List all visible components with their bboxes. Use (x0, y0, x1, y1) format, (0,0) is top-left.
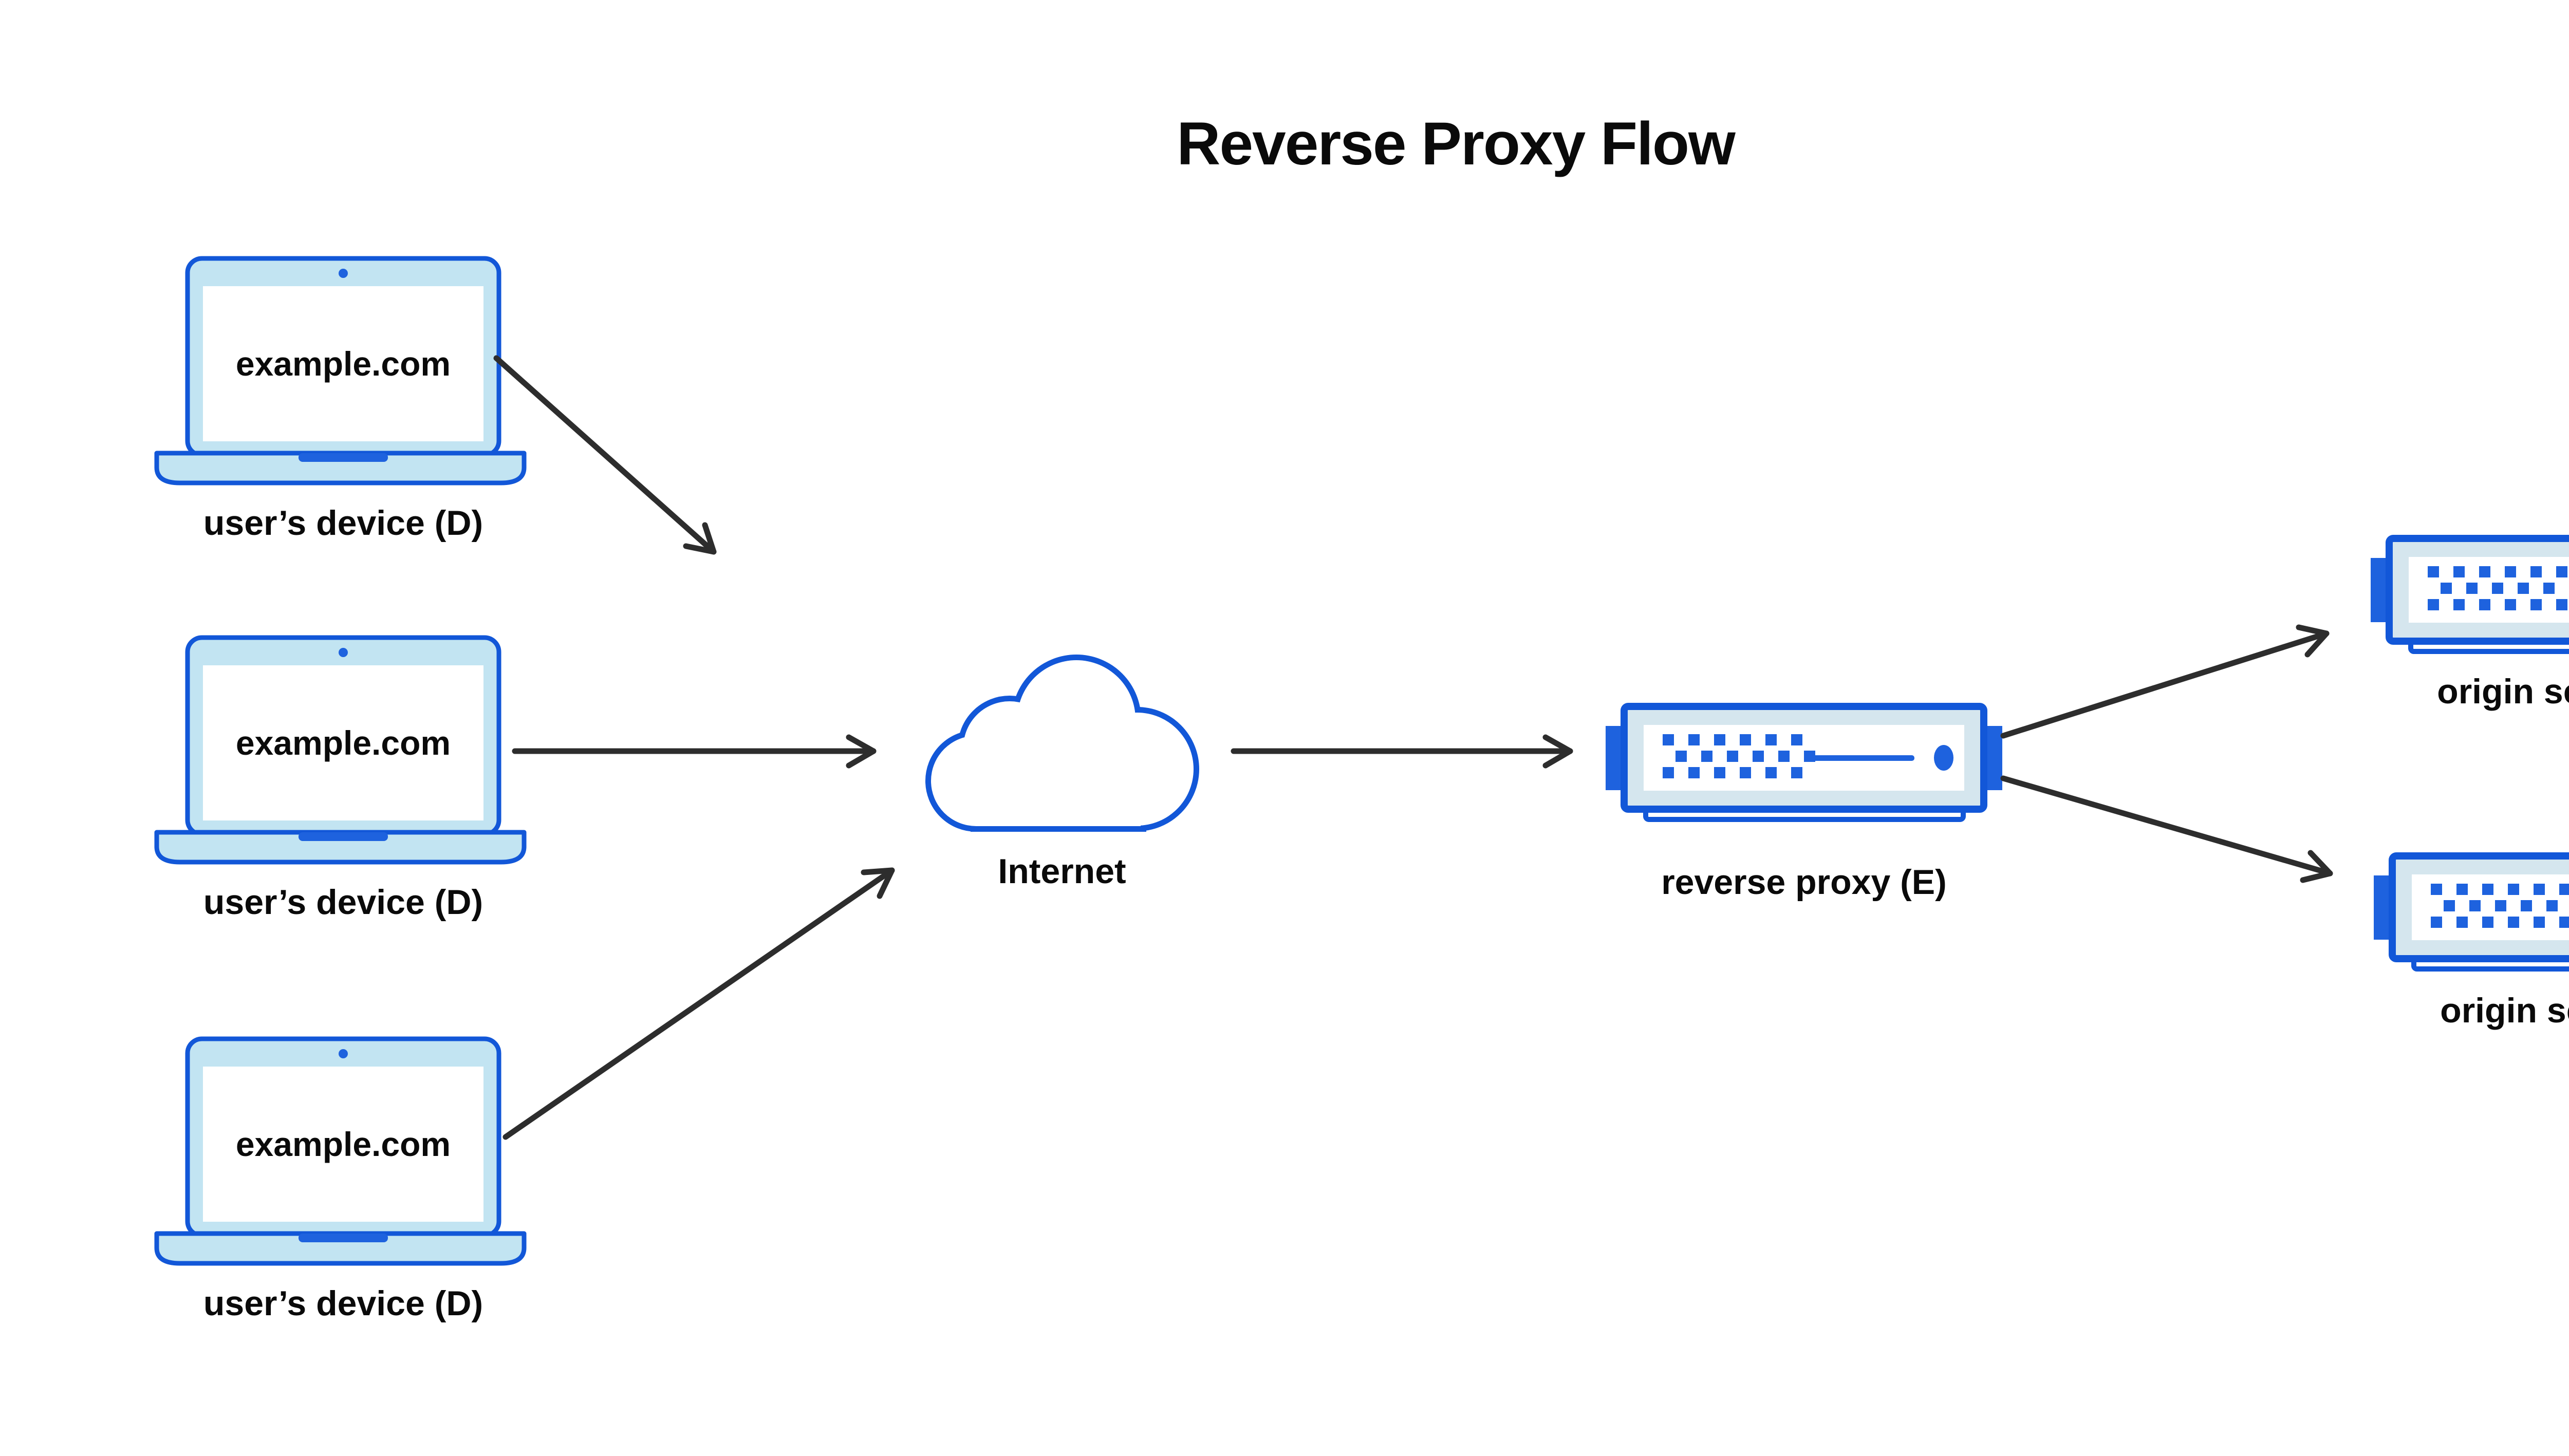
arrow-device1-to-internet (493, 355, 717, 555)
internet-label: Internet (998, 852, 1126, 891)
arrow-proxy-to-origin2 (2000, 775, 2333, 883)
device-3-label: user’s device (D) (203, 1284, 483, 1323)
arrow-internet-to-proxy (1231, 734, 1573, 769)
device-2-label: user’s device (D) (203, 883, 483, 922)
arrow-device2-to-internet (512, 734, 877, 769)
device-1-screen-text: example.com (236, 345, 451, 383)
device-3-screen-text: example.com (236, 1125, 451, 1163)
page-title: Reverse Proxy Flow (1177, 110, 1736, 178)
origin-server-2-label: origin server (F) (2440, 991, 2569, 1030)
device-1-label: user’s device (D) (203, 503, 483, 543)
arrow-proxy-to-origin1 (2000, 624, 2330, 739)
origin-server-icon (2374, 856, 2569, 969)
arrow-device3-to-internet (502, 867, 895, 1140)
origin-server-icon (2371, 538, 2569, 651)
reverse-proxy-server-icon (1606, 706, 2002, 819)
device-2-screen-text: example.com (236, 724, 451, 762)
origin-server-1-label: origin server (F) (2437, 672, 2569, 711)
reverse-proxy-label: reverse proxy (E) (1661, 863, 1947, 902)
internet-cloud-icon (925, 655, 1199, 832)
